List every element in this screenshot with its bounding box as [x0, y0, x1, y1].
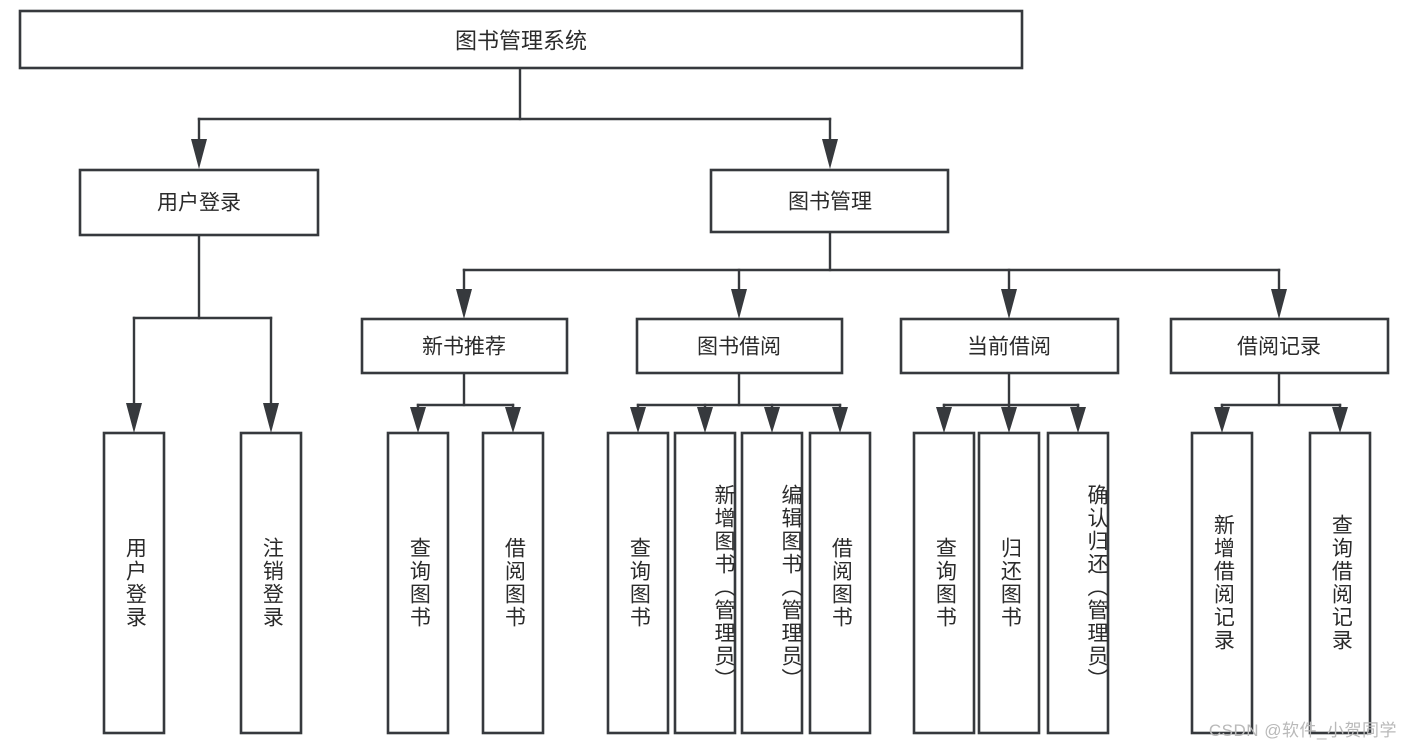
- node-label-book-borrow: 图书借阅: [697, 336, 781, 359]
- arrowhead-new-book-rec: [456, 289, 472, 319]
- node-box-leaf-return-book[interactable]: [977, 431, 1041, 735]
- arrowhead-user-login: [191, 139, 207, 169]
- node-label-user-login: 用户登录: [157, 192, 241, 215]
- node-box-leaf-edit-book[interactable]: [740, 431, 804, 735]
- arrowhead-leaf-query-book-2: [630, 407, 646, 433]
- node-box-root[interactable]: [18, 9, 1024, 70]
- arrowhead-book-manage: [822, 139, 838, 169]
- arrowhead-book-borrow: [731, 289, 747, 319]
- node-box-leaf-add-record[interactable]: [1190, 431, 1254, 735]
- nodes-layer: 图书管理系统 用户登录 图书管理 新书推荐 图书借阅 当前借阅 借阅记录: [18, 9, 1390, 735]
- node-box-book-manage[interactable]: [709, 168, 950, 234]
- node-label-root: 图书管理系统: [455, 29, 587, 54]
- arrowhead-leaf-user-login: [126, 403, 142, 433]
- node-box-leaf-borrow-book-1[interactable]: [481, 431, 545, 735]
- node-box-leaf-query-book-2[interactable]: [606, 431, 670, 735]
- arrowhead-leaf-borrow-book-2: [832, 407, 848, 433]
- node-box-borrow-record[interactable]: [1169, 317, 1390, 375]
- node-label-current-borrow: 当前借阅: [967, 336, 1051, 359]
- node-box-leaf-query-book-3[interactable]: [912, 431, 976, 735]
- node-box-leaf-logout-login[interactable]: [239, 431, 303, 735]
- node-label-new-book-rec: 新书推荐: [422, 336, 506, 359]
- node-box-leaf-borrow-book-2[interactable]: [808, 431, 872, 735]
- csdn-watermark: CSDN @软件_小贺同学: [1208, 721, 1397, 740]
- node-box-leaf-user-login[interactable]: [102, 431, 166, 735]
- node-box-book-borrow[interactable]: [635, 317, 844, 375]
- node-box-leaf-add-book[interactable]: [673, 431, 737, 735]
- node-label-borrow-record: 借阅记录: [1237, 336, 1321, 359]
- node-label-book-manage: 图书管理: [788, 191, 872, 214]
- arrowhead-leaf-edit-book: [764, 407, 780, 433]
- node-box-new-book-rec[interactable]: [360, 317, 569, 375]
- arrowhead-leaf-add-book: [697, 407, 713, 433]
- edges-layer: [126, 66, 1348, 433]
- node-box-user-login[interactable]: [78, 168, 320, 237]
- arrowhead-leaf-add-record: [1214, 407, 1230, 433]
- arrowhead-leaf-return-book: [1001, 407, 1017, 433]
- arrowhead-leaf-logout-login: [263, 403, 279, 433]
- arrowhead-leaf-query-book-3: [936, 407, 952, 433]
- node-box-leaf-query-book-1[interactable]: [386, 431, 450, 735]
- arrowhead-current-borrow: [1001, 289, 1017, 319]
- arrowhead-leaf-confirm-return: [1070, 407, 1086, 433]
- arrowhead-leaf-query-record: [1332, 407, 1348, 433]
- arrowhead-borrow-record: [1271, 289, 1287, 319]
- arrowhead-leaf-query-book-1: [410, 407, 426, 433]
- arrowhead-leaf-borrow-book-1: [505, 407, 521, 433]
- node-box-leaf-query-record[interactable]: [1308, 431, 1372, 735]
- node-box-current-borrow[interactable]: [899, 317, 1120, 375]
- node-box-leaf-confirm-return[interactable]: [1046, 431, 1110, 735]
